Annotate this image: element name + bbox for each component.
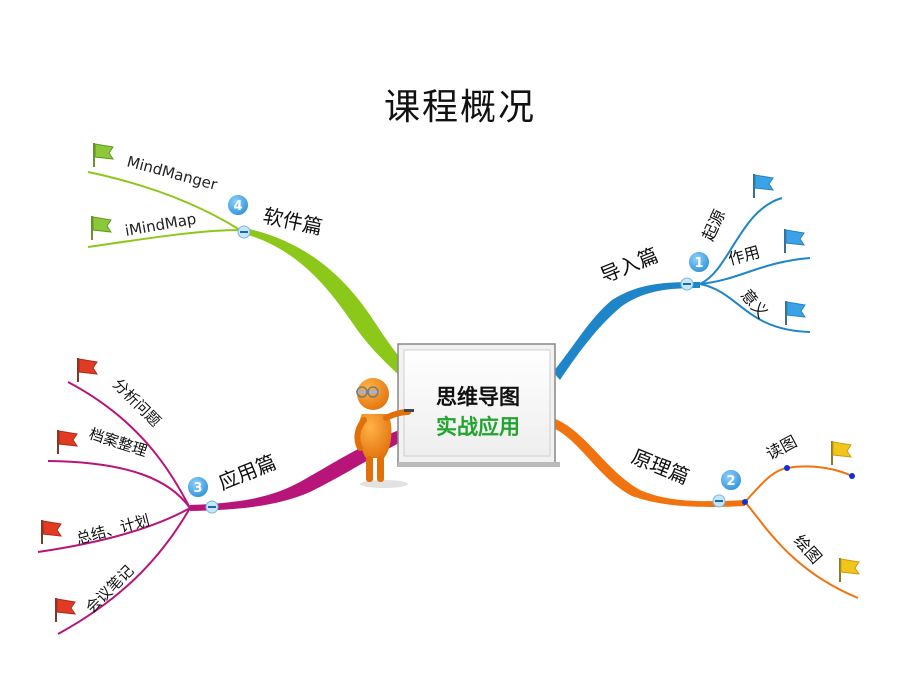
- application-child-notes: 会议笔记: [82, 562, 137, 617]
- collapse-toggle-principle[interactable]: [712, 494, 726, 508]
- blue-flag-icon: [753, 174, 775, 198]
- application-child-summary: 总结、计划: [74, 511, 151, 548]
- branch-principle-sub1: [744, 465, 853, 503]
- yellow-flag-icon: [839, 558, 861, 582]
- collapse-toggle-software[interactable]: [237, 225, 251, 239]
- branch-application-sub2: [47, 460, 191, 509]
- branch-intro-sub2: [699, 257, 811, 285]
- page-title: 课程概况: [383, 87, 536, 128]
- central-topic[interactable]: 思维导图 实战应用: [397, 343, 560, 467]
- branch-principle-sub2: [744, 501, 859, 599]
- blue-flag-icon: [785, 301, 807, 325]
- branch-principle-label: 原理篇: [628, 444, 693, 489]
- branch-intro: 导入篇 1 起源 作用 意义: [553, 174, 811, 380]
- branch-intro-label: 导入篇: [597, 243, 662, 288]
- red-flag-icon: [57, 430, 79, 454]
- node-dot: [849, 473, 855, 479]
- svg-text:1: 1: [694, 256, 703, 271]
- branch-software-trunk: [245, 228, 408, 378]
- branch-application: 应用篇 3 分析问题 档案整理 总结、计划 会议笔记: [37, 358, 405, 635]
- svg-text:3: 3: [193, 481, 202, 496]
- node-dot: [742, 499, 748, 505]
- collapse-toggle-application[interactable]: [205, 500, 219, 514]
- application-child-analyze: 分析问题: [109, 375, 164, 430]
- red-flag-icon: [41, 520, 63, 544]
- branch-application-number-badge[interactable]: 3: [186, 475, 210, 499]
- collapse-toggle-intro[interactable]: [680, 277, 694, 291]
- intro-child-origin: 起源: [698, 207, 729, 244]
- branch-intro-number-badge[interactable]: 1: [687, 250, 711, 274]
- branch-software: 软件篇 4 MindManger iMindMap: [87, 143, 408, 378]
- branch-application-sub4: [57, 507, 191, 635]
- presenter-figure-icon: [354, 378, 414, 488]
- intro-child-meaning: 意义: [737, 285, 772, 322]
- branch-principle-number-badge[interactable]: 2: [719, 468, 743, 492]
- branch-application-sub3: [37, 507, 191, 553]
- principle-child-read: 读图: [763, 432, 800, 464]
- branch-software-label: 软件篇: [261, 203, 325, 239]
- svg-text:2: 2: [726, 474, 735, 489]
- green-flag-icon: [93, 143, 115, 167]
- branch-intro-sub1: [699, 197, 783, 285]
- branch-application-trunk: [190, 428, 405, 511]
- intro-child-function: 作用: [726, 242, 762, 269]
- central-topic-line1: 思维导图: [436, 385, 520, 409]
- software-child-mindmanger: MindManger: [125, 152, 220, 194]
- branch-intro-trunk: [553, 282, 700, 380]
- green-flag-icon: [91, 216, 113, 240]
- application-child-archive: 档案整理: [87, 425, 150, 461]
- branch-application-label: 应用篇: [215, 450, 280, 495]
- node-dot: [784, 465, 790, 471]
- red-flag-icon: [77, 358, 99, 382]
- central-topic-line2: 实战应用: [436, 415, 520, 439]
- red-flag-icon: [55, 598, 77, 622]
- branch-software-number-badge[interactable]: 4: [226, 193, 250, 217]
- branch-application-sub1: [67, 381, 191, 509]
- branch-software-sub1: [87, 171, 241, 231]
- yellow-flag-icon: [831, 441, 853, 465]
- blue-flag-icon: [784, 229, 806, 253]
- branch-principle: 原理篇 2 读图 绘图: [553, 418, 861, 599]
- svg-text:4: 4: [233, 199, 242, 214]
- branch-software-sub2: [87, 229, 241, 248]
- branch-intro-sub3: [699, 283, 811, 333]
- software-child-imindmap: iMindMap: [124, 210, 198, 240]
- principle-child-draw: 绘图: [790, 531, 826, 568]
